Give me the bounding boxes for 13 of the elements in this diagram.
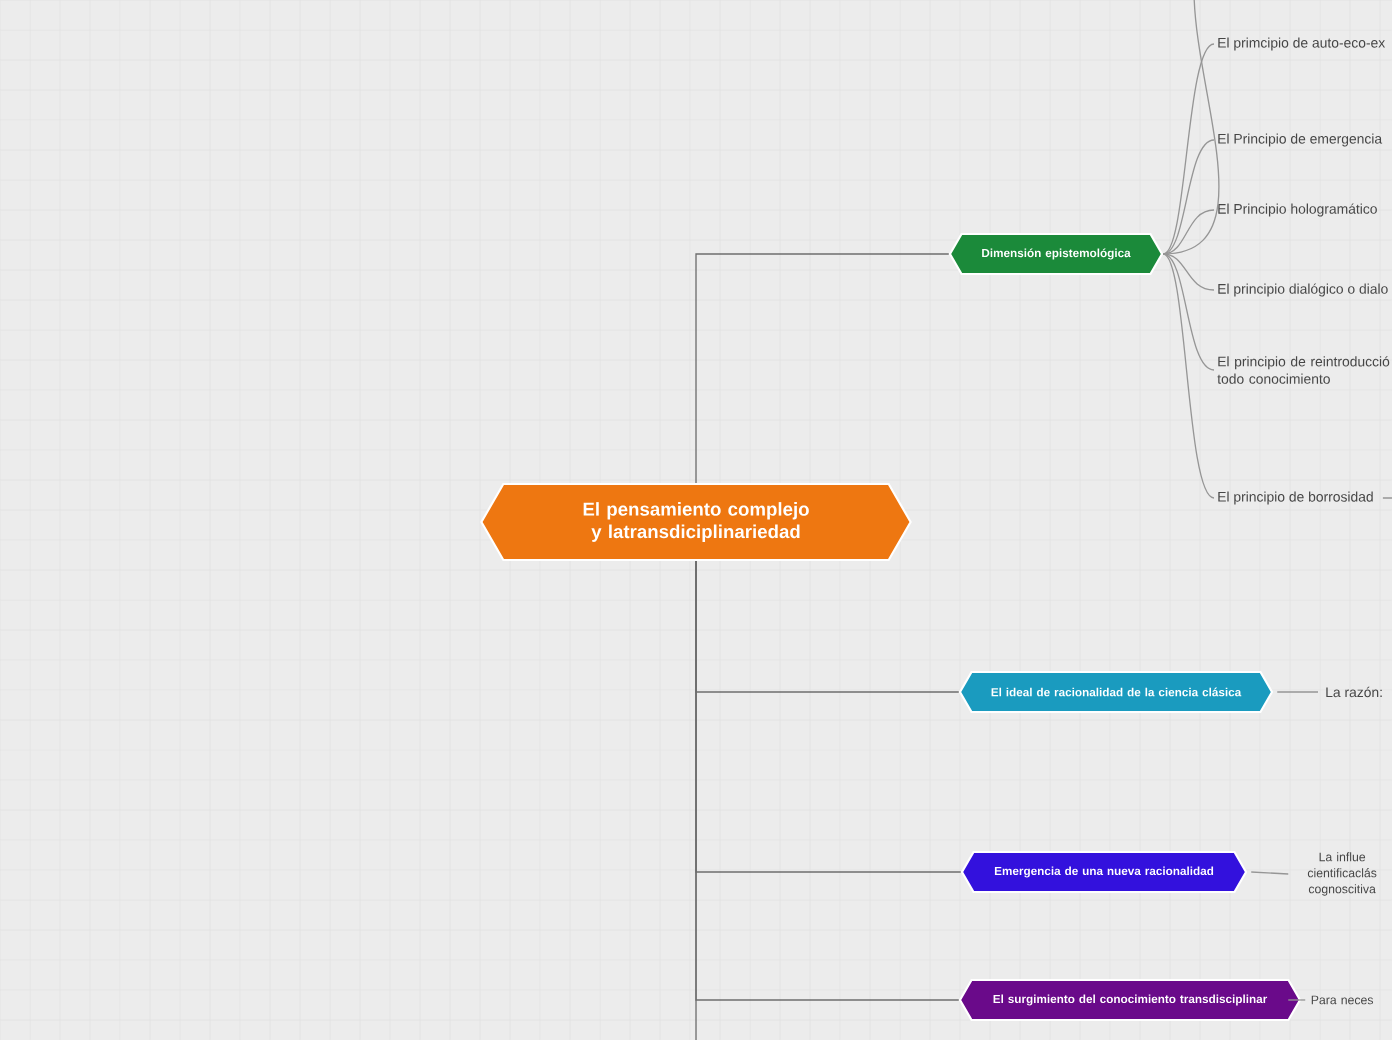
connector-line bbox=[1162, 139, 1215, 255]
connector-line bbox=[1162, 209, 1215, 255]
connector-line bbox=[1162, 43, 1215, 255]
connector-line bbox=[1162, 253, 1215, 499]
connector-line bbox=[1162, 253, 1215, 371]
central-topic-box: El pensamiento complejo y latransdiciplinariedad bbox=[480, 482, 912, 562]
connector-line bbox=[1287, 999, 1306, 1001]
connector-line bbox=[1250, 871, 1289, 875]
connector-line bbox=[1276, 691, 1319, 693]
connector-line bbox=[1162, 253, 1215, 291]
connector-line bbox=[695, 253, 950, 484]
connector-line bbox=[695, 560, 697, 1040]
connector-line bbox=[1382, 497, 1392, 499]
